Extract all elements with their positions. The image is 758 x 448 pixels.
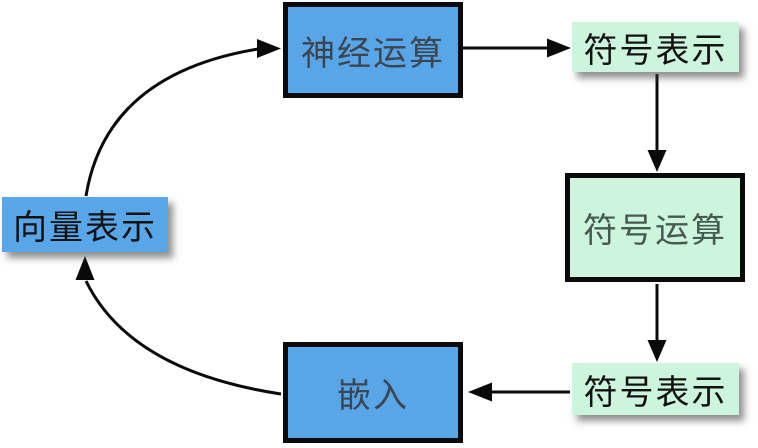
edge-symbol-ops-to-symbol-rep-bottom: [647, 284, 667, 362]
edge-neural-ops-to-symbol-rep-top: [463, 38, 571, 58]
node-symbol-rep-top: 符号表示: [572, 22, 739, 72]
node-embedding: 嵌入: [283, 342, 463, 443]
edge-embedding-to-vector-rep: [75, 256, 282, 396]
node-label: 向量表示: [13, 208, 157, 248]
arrowhead-down-icon: [647, 150, 667, 172]
node-label: 神经运算: [301, 33, 445, 74]
edge-symbol-rep-top-to-symbol-ops: [647, 74, 667, 172]
edge-symbol-rep-bottom-to-embedding: [468, 382, 570, 402]
edge-vector-rep-to-neural-ops: [84, 39, 281, 197]
node-symbol-ops: 符号运算: [565, 173, 745, 282]
arrowhead-up-icon: [75, 256, 95, 280]
arrowhead-left-icon: [468, 382, 492, 402]
node-vector-rep: 向量表示: [2, 197, 168, 252]
node-label: 符号表示: [583, 30, 728, 71]
node-label: 嵌入: [337, 376, 409, 416]
arrowhead-right-icon: [547, 38, 571, 58]
arrowhead-right-icon: [257, 39, 281, 58]
node-symbol-rep-bottom: 符号表示: [572, 363, 739, 415]
arrowhead-down-icon: [647, 340, 667, 362]
node-neural-ops: 神经运算: [283, 2, 463, 98]
node-label: 符号表示: [583, 372, 728, 413]
node-label: 符号运算: [583, 211, 727, 251]
